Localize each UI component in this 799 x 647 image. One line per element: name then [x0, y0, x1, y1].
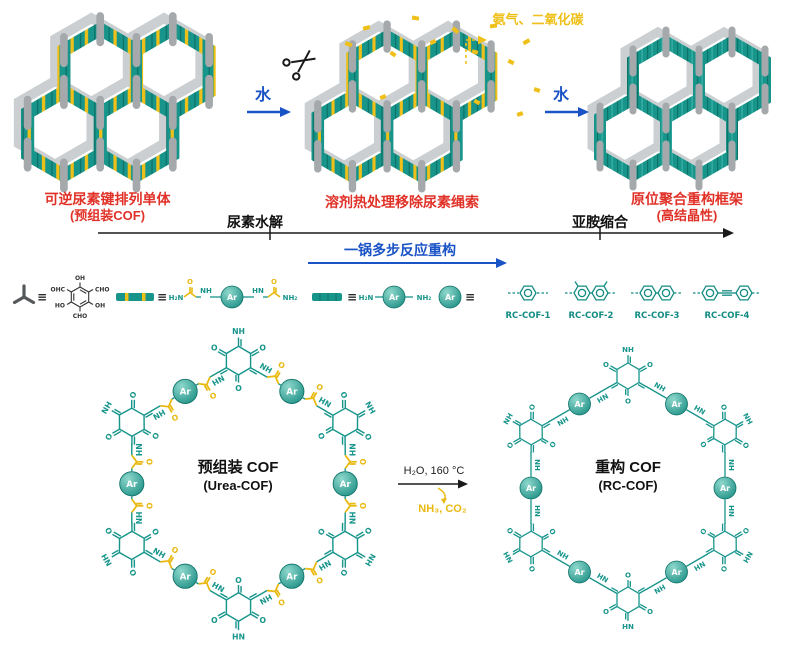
svg-text:NH: NH [200, 287, 212, 295]
rc-cof-1-label: RC-COF-1 [506, 311, 551, 321]
gas-release-arrow [465, 35, 487, 64]
equiv-sign: ≡ [347, 290, 357, 304]
water-label-2: 水 [552, 87, 569, 104]
caption-preassembled-cof: 可逆尿素键排列单体 (预组装COF) [15, 190, 200, 225]
svg-text:CHO: CHO [95, 287, 110, 294]
title-line: 预组装 COF [197, 459, 279, 476]
structure-solvothermal [309, 24, 491, 189]
caption-line: (预组装COF) [69, 208, 146, 224]
title-line: (RC-COF) [598, 477, 658, 493]
svg-text:NH₂: NH₂ [417, 294, 432, 302]
aryl-option-3 [631, 285, 683, 301]
structure-preassembled-cof [19, 16, 209, 189]
svg-text:OHC: OHC [50, 287, 65, 294]
urea-cof-title: 预组装 COF (Urea-COF) [158, 458, 318, 494]
equiv-sign: ≡ [465, 290, 475, 304]
one-pot-reaction-label: 一锅多步反应重构 [344, 242, 456, 258]
rc-cof-3-label: RC-COF-3 [635, 311, 680, 321]
structure-reconstructed-cof [592, 30, 765, 187]
rc-cof-title: 重构 COF (RC-COF) [548, 458, 708, 494]
water-label-1: 水 [254, 87, 271, 104]
title-line: (Urea-COF) [203, 477, 273, 493]
svg-text:H₂N: H₂N [169, 294, 184, 302]
reaction-condition-label: H₂O, 160 °C [403, 465, 465, 477]
urea-strut-symbol [116, 293, 154, 301]
equiv-sign: ≡ [37, 290, 47, 304]
one-pot-arrow [308, 258, 507, 268]
urea-debris-fragments [344, 15, 541, 117]
svg-text:CHO: CHO [73, 313, 88, 320]
water-arrow-1 [247, 107, 291, 117]
svg-text:HO: HO [55, 303, 65, 310]
svg-text:OH: OH [75, 275, 85, 282]
axis-label-urea-hydrolysis: 尿素水解 [227, 214, 283, 230]
caption-line: 原位聚合重构框架 [631, 191, 743, 207]
caption-reconstructed-cof: 原位聚合重构框架 (高结晶性) [592, 190, 782, 225]
reconstruction-arrow [398, 479, 468, 504]
title-line: 重构 COF [595, 459, 661, 476]
amine-strut-symbol [312, 293, 342, 301]
equiv-sign: ≡ [157, 290, 167, 304]
aryl-option-2 [565, 281, 617, 301]
svg-text:NH₂: NH₂ [283, 294, 298, 302]
rc-cof-2-label: RC-COF-2 [569, 311, 614, 321]
reaction-byproduct-label: NH₃, CO₂ [418, 503, 467, 515]
aryl-option-1 [508, 285, 548, 301]
aryl-option-4 [693, 285, 761, 301]
gas-products-label: 氨气、二氧化碳 [492, 12, 584, 27]
node-symbol [12, 284, 36, 305]
svg-text:O: O [271, 278, 277, 286]
triformylphloroglucinol-molecule: OHC OH CHO OH CHO HO [50, 275, 109, 320]
scissors-icon [282, 49, 316, 81]
svg-text:HN: HN [252, 287, 264, 295]
svg-text:O: O [187, 278, 193, 286]
svg-text:OH: OH [95, 303, 105, 310]
diamine-molecule: H₂N NH₂ [359, 294, 432, 302]
caption-solvothermal: 溶剂热处理移除尿素绳索 [325, 194, 479, 210]
caption-line: 可逆尿素键排列单体 [44, 191, 171, 207]
reaction-axis [98, 226, 734, 240]
caption-line: (高结晶性) [656, 208, 718, 224]
rc-cof-4-label: RC-COF-4 [705, 311, 750, 321]
axis-label-imine-condensation: 亚胺缩合 [572, 214, 628, 230]
svg-text:H₂N: H₂N [359, 294, 374, 302]
water-arrow-2 [545, 107, 589, 117]
urea-diamine-molecule: H₂N O NH HN O NH₂ [169, 278, 298, 302]
